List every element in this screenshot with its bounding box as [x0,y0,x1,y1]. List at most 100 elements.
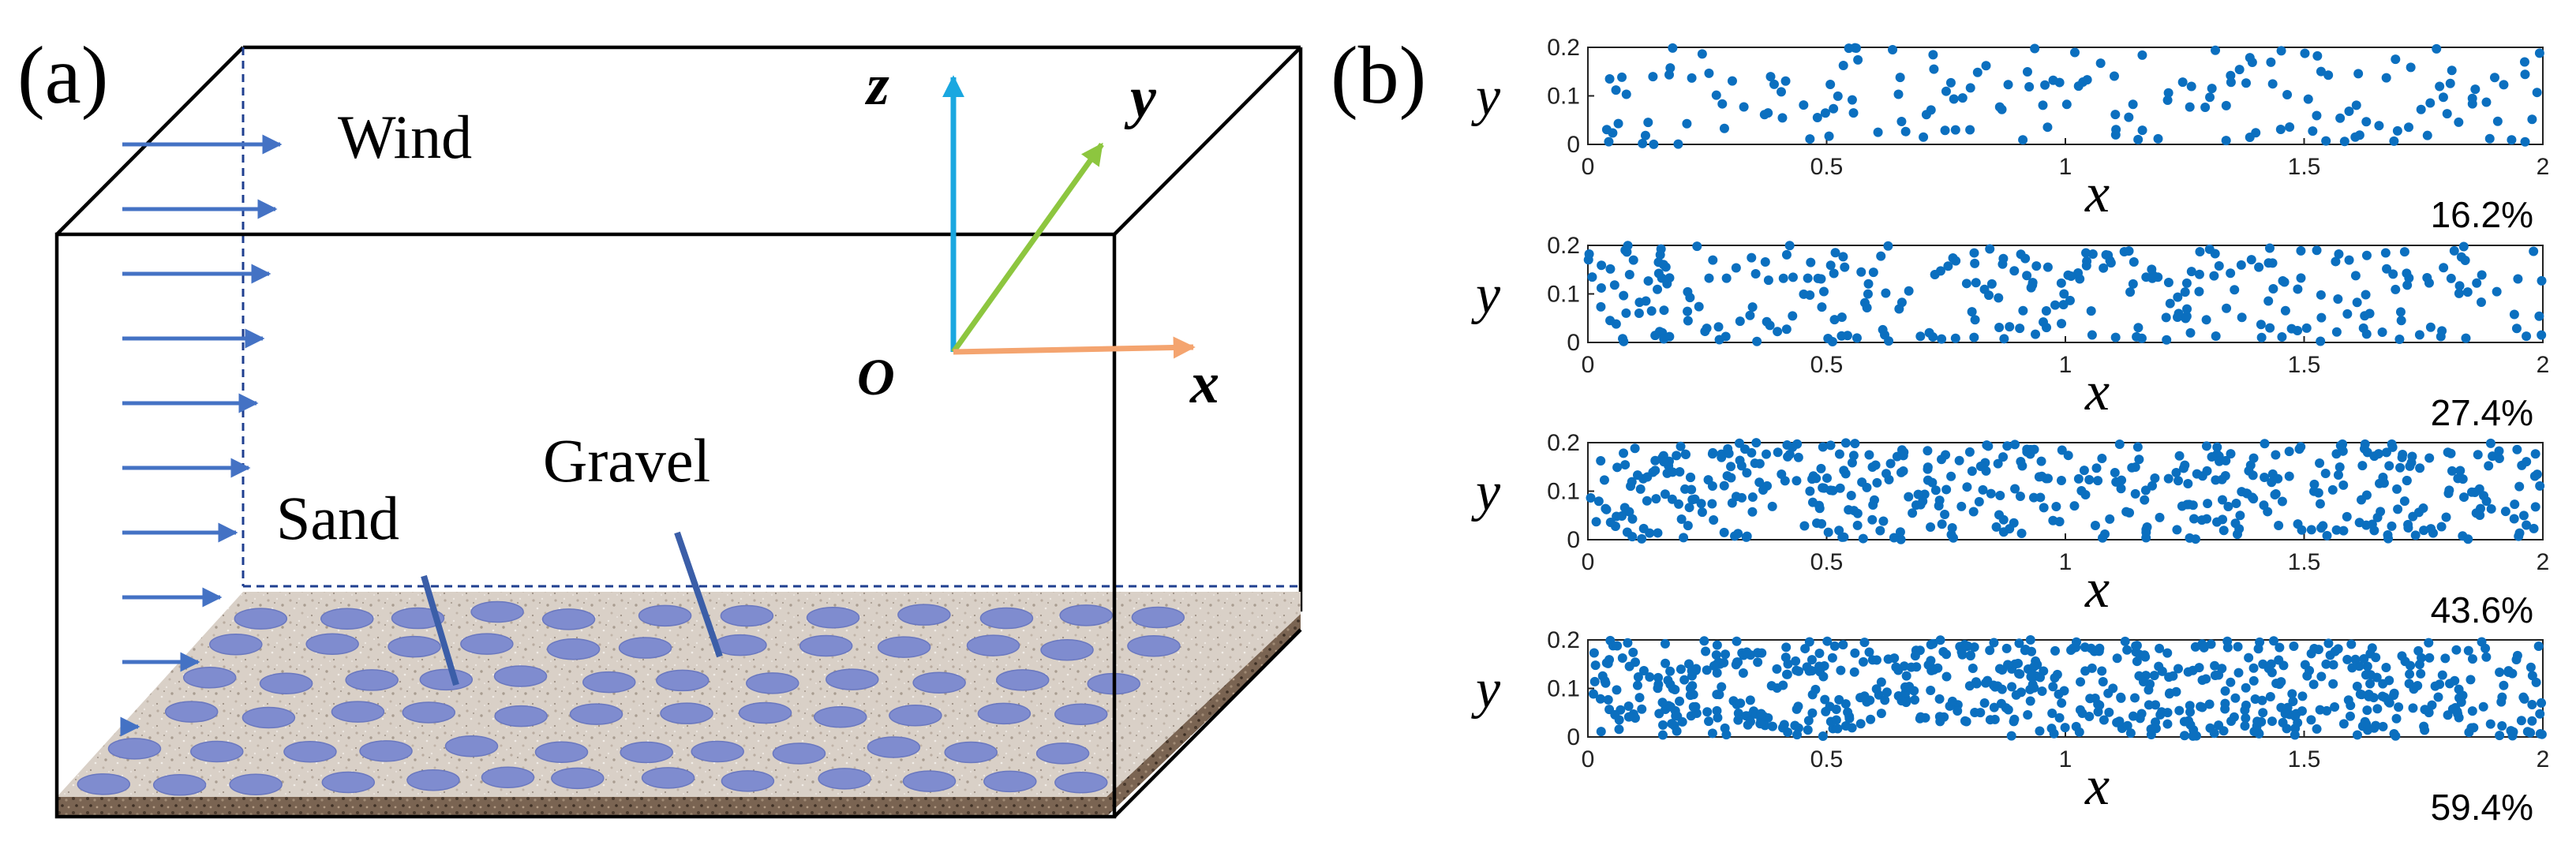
data-point [2259,500,2269,511]
data-point [2334,462,2345,473]
data-point [1926,640,1936,650]
y-tick-label: 0.1 [1547,282,1580,308]
gravel-particle [182,667,237,689]
data-point [1840,438,1851,448]
data-point [2530,502,2540,512]
data-point [2023,710,2033,720]
data-point [2133,134,2144,144]
data-point [2054,517,2065,527]
data-point [1661,658,1671,668]
data-point [1688,701,1698,712]
data-point [1967,466,1977,477]
data-point [1876,251,1886,261]
data-point [1634,693,1645,703]
data-point [2435,81,2445,92]
data-point [2267,258,2278,268]
data-point [2424,653,2435,663]
data-point [2277,496,2287,507]
data-point [2106,258,2116,268]
data-point [2050,645,2061,656]
data-point [2537,698,2547,708]
data-point [2351,100,2361,110]
data-point [1871,684,1881,694]
data-point [2268,284,2278,294]
y-tick-label: 0 [1567,330,1580,356]
gravel-particle [818,768,871,790]
data-point [2342,511,2352,522]
data-point [2362,661,2372,671]
data-point [2485,719,2496,729]
gravel-particle [813,705,867,728]
data-point [2303,94,2313,104]
data-point [1876,709,1886,719]
data-point [2101,249,2111,260]
data-point [2031,329,2041,339]
data-point [2037,686,2047,696]
data-point [2263,664,2274,674]
data-point [2174,476,2184,486]
data-point [2223,501,2233,511]
data-point [1733,715,1743,725]
y-tick-label: 0 [1567,724,1580,750]
data-point [2460,255,2470,265]
data-point [2230,693,2241,703]
data-point [1995,490,2005,500]
data-point [2230,285,2240,295]
data-point [2252,716,2263,727]
data-point [2372,672,2382,683]
y-tick-label: 0 [1567,132,1580,158]
data-point [2316,523,2327,533]
data-point [1658,260,1668,270]
data-point [1881,469,1891,479]
data-point [1848,108,1859,118]
data-point [2186,81,2196,92]
data-point [2013,658,2024,668]
data-point [1880,695,1890,705]
data-point [2271,450,2281,460]
data-point [2467,654,2477,664]
data-point [1601,503,1611,514]
data-point [2534,48,2544,58]
data-point [2372,512,2383,522]
x-tick-label: 1.5 [2288,746,2321,772]
data-point [1784,241,1795,251]
data-point [1713,712,1723,723]
data-point [1833,91,1843,101]
data-point [1859,297,1870,308]
data-point [2129,256,2139,267]
data-point [1778,273,1788,283]
y-tick-label: 0.2 [1547,35,1580,61]
data-point [2287,689,2297,699]
data-point [2273,473,2283,484]
data-point [2257,695,2267,705]
data-point [1658,720,1668,730]
data-point [2527,114,2537,125]
data-point [2022,67,2032,77]
data-point [1834,449,1844,459]
data-point [1733,529,1743,539]
data-point [2495,731,2505,741]
data-point [2211,475,2221,485]
gravel-particle [242,706,296,729]
data-point [2361,117,2372,127]
data-point [2200,103,2211,113]
data-point [2361,719,2372,729]
data-point [2333,470,2343,481]
data-point [1941,671,1952,682]
data-point [1654,327,1664,337]
gravel-particle [826,668,879,690]
data-point [2247,57,2257,67]
data-point [1609,280,1619,290]
data-point [2420,705,2430,715]
data-point [1840,699,1851,709]
data-point [2241,713,2251,724]
data-point [2274,655,2284,665]
data-point [2177,77,2188,88]
data-point [2297,691,2308,701]
data-point [2378,679,2388,689]
data-point [1712,640,1722,650]
data-point [1825,260,1836,271]
data-point [2162,648,2173,658]
